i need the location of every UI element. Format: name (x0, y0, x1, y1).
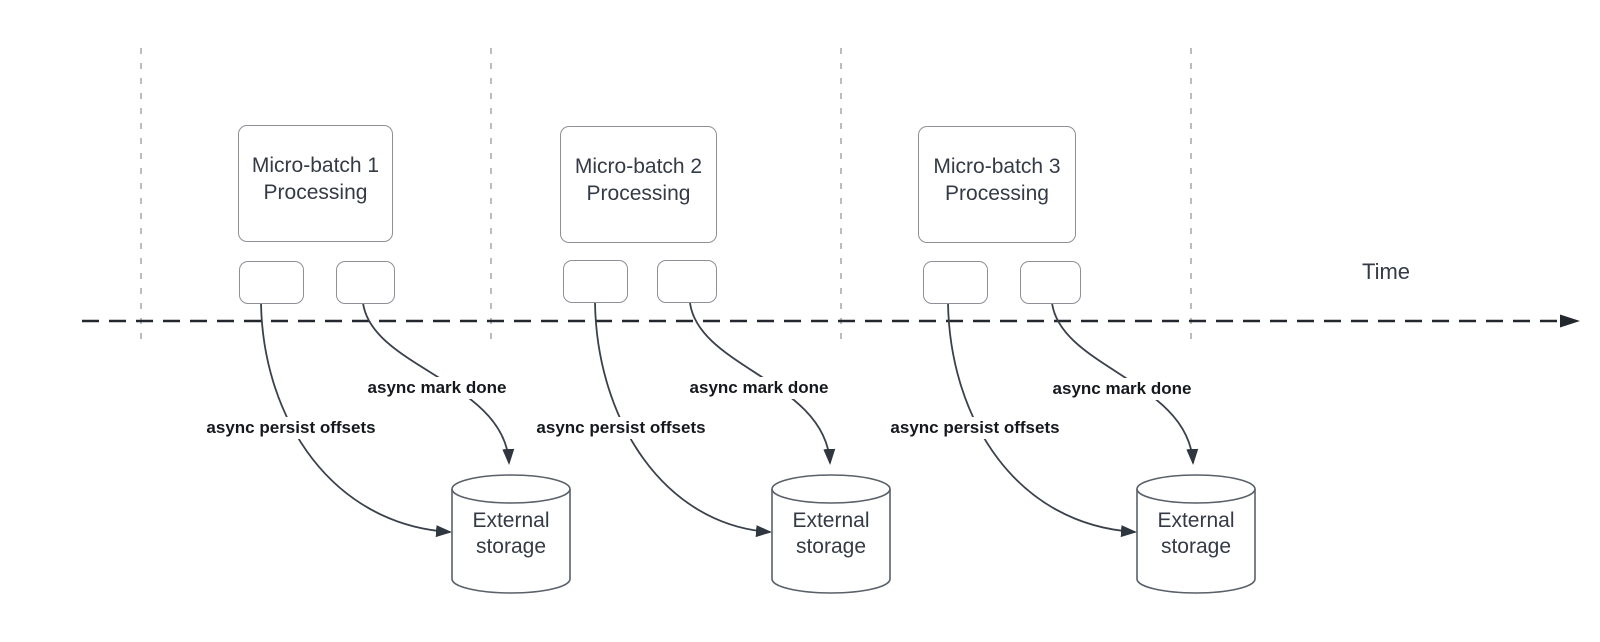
external-storage-label: External storage (472, 508, 550, 558)
persist-offsets-arrow (947, 302, 1137, 538)
external-storage-label: External storage (1157, 508, 1235, 558)
micro-batch-2-processing-box: Micro-batch 2 Processing (560, 126, 717, 243)
micro-batch-3-processing-box: Micro-batch 3 Processing (918, 126, 1076, 243)
mark-done-label: async mark done (1049, 378, 1195, 400)
persist-offsets-label: async persist offsets (533, 417, 709, 439)
processing-box-label: Micro-batch 3 Processing (933, 155, 1061, 205)
persist-offsets-task-box (563, 260, 628, 303)
mark-done-task-box (657, 260, 717, 303)
processing-box-label: Micro-batch 1 Processing (251, 154, 380, 204)
external-storage-cylinder (451, 474, 571, 594)
external-storage-cylinder (1136, 474, 1256, 594)
processing-box-label: Micro-batch 2 Processing (574, 155, 703, 205)
persist-offsets-task-box (239, 261, 304, 304)
mark-done-task-box (336, 261, 395, 304)
time-axis-label: Time (1361, 259, 1411, 284)
persist-offsets-arrow (260, 302, 452, 538)
persist-offsets-arrow (594, 302, 772, 538)
persist-offsets-task-box (923, 261, 988, 304)
time-axis-arrowhead-icon (1560, 314, 1580, 328)
micro-batch-1-processing-box: Micro-batch 1 Processing (238, 125, 393, 242)
mark-done-task-box (1020, 261, 1081, 304)
external-storage-cylinder (771, 474, 891, 594)
mark-done-arrow (1051, 302, 1199, 465)
persist-offsets-label: async persist offsets (887, 417, 1063, 439)
mark-done-label: async mark done (364, 377, 510, 399)
persist-offsets-label: async persist offsets (203, 417, 379, 439)
mark-done-label: async mark done (686, 377, 832, 399)
external-storage-label: External storage (792, 508, 870, 558)
